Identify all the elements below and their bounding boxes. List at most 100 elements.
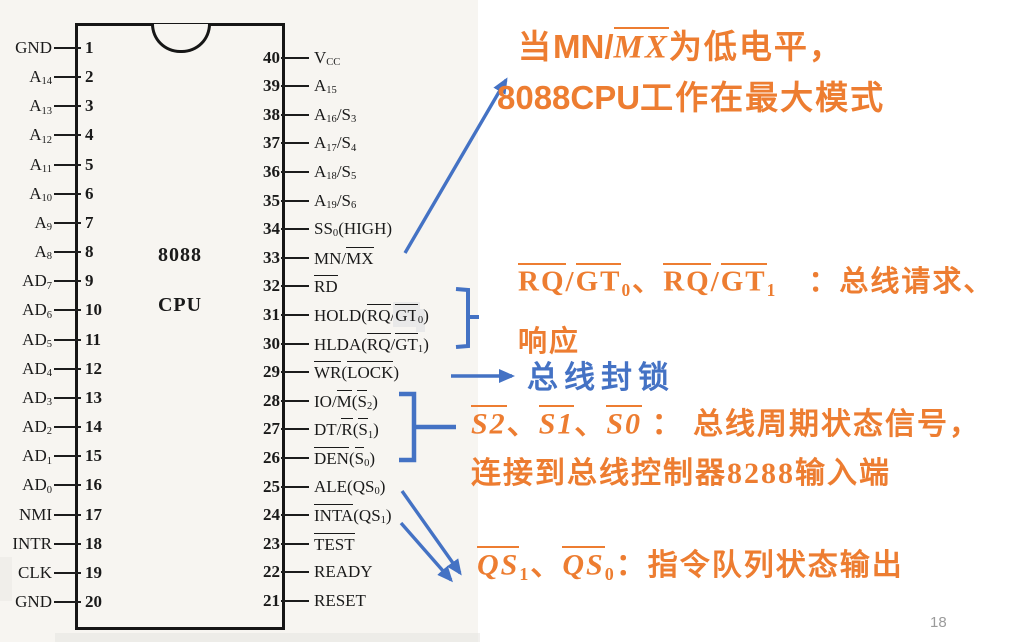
pin-label: AD6 <box>22 299 52 324</box>
text-segment: ) <box>423 334 429 354</box>
text-segment: ( <box>351 391 358 411</box>
pin-number: 32 <box>263 276 280 296</box>
pin-label: RD <box>314 275 338 298</box>
pin-number: 40 <box>263 47 280 67</box>
text-segment: HOLD( <box>314 305 367 325</box>
pin-line <box>281 85 309 88</box>
text-segment: ) <box>385 506 392 526</box>
text-segment: 6 <box>46 309 52 321</box>
text-segment: GT <box>395 332 418 354</box>
text-segment: 1 <box>766 279 778 300</box>
pin-number: 16 <box>85 475 102 495</box>
pin-line <box>54 426 81 429</box>
pin-label: AD0 <box>22 474 52 499</box>
pin-line <box>281 599 309 602</box>
pin-line <box>54 47 81 49</box>
pin-line <box>281 542 309 545</box>
text-segment: 16 <box>326 114 337 125</box>
pin-label: A15 <box>314 75 337 100</box>
pin-line <box>54 134 81 137</box>
pin-line <box>281 571 309 574</box>
pin-label: A9 <box>34 212 52 237</box>
chip-notch <box>151 24 211 53</box>
pin-label: AD4 <box>22 358 52 383</box>
pin-label: AD5 <box>22 329 52 354</box>
text-segment: V <box>314 47 327 67</box>
pin-number: 34 <box>263 219 280 239</box>
text-segment: AD <box>22 387 47 407</box>
pin-line <box>281 56 309 59</box>
text-segment: / <box>710 266 721 298</box>
text-segment: S0 <box>606 405 643 441</box>
pin-number: 13 <box>85 387 102 407</box>
pin-number: 1 <box>85 38 94 57</box>
pin-line <box>54 396 81 399</box>
text-segment: 8088CPU <box>497 79 641 116</box>
text-segment: R <box>341 418 353 440</box>
text-segment: 0 <box>604 564 616 585</box>
pin-line <box>54 192 81 195</box>
text-segment: 当 <box>518 30 553 66</box>
pin-label: ALE(QS0) <box>314 476 385 501</box>
annotation-line: 响应 <box>518 316 994 368</box>
pin-number: 36 <box>263 161 280 181</box>
pin-line <box>281 228 309 231</box>
pin-number: 4 <box>85 125 94 145</box>
text-segment: ) <box>379 476 386 496</box>
text-segment: /S <box>336 161 351 181</box>
text-segment: A <box>29 183 42 203</box>
text-segment: AD <box>22 446 47 466</box>
pin-line <box>54 309 81 312</box>
annotation-line: RQ/GT0、RQ/GT1 ：总线请求、 <box>518 256 994 316</box>
text-segment: 指令队列状态输出 <box>647 549 904 582</box>
text-segment: A <box>29 154 42 174</box>
text-segment: INTA <box>314 504 354 526</box>
text-segment: 1 <box>417 343 424 355</box>
pin-row-6: A10 6 <box>0 183 112 205</box>
text-segment: READY <box>314 562 373 582</box>
text-segment: ) <box>373 420 379 440</box>
text-segment: 5 <box>351 171 357 183</box>
text-segment: ： <box>615 549 648 582</box>
pin-number: 25 <box>263 476 280 496</box>
pin-line <box>54 455 81 458</box>
pin-line <box>54 221 81 224</box>
text-segment: S <box>354 446 365 468</box>
text-segment: DT/ <box>314 420 342 440</box>
text-segment: CLK <box>18 562 52 582</box>
text-segment: AD <box>22 329 47 349</box>
annotation-line: QS1、QS0：指令队列状态输出 <box>477 540 904 585</box>
text-segment: SS <box>314 219 333 239</box>
pin-line <box>54 163 81 166</box>
text-segment: 10 <box>41 193 52 205</box>
pin-label: IO/M(S2) <box>314 389 378 416</box>
text-segment: 4 <box>46 368 52 380</box>
pin-line <box>281 199 309 202</box>
text-segment: /S <box>336 133 351 153</box>
text-segment: (HIGH) <box>338 219 393 239</box>
annotation-line: 8088CPU工作在最大模式 <box>497 73 885 124</box>
text-segment: A <box>29 96 42 116</box>
text-segment: 18 <box>326 171 337 183</box>
text-segment: 2 <box>366 401 373 412</box>
pin-label: READY <box>314 561 373 583</box>
pin-line <box>281 285 309 288</box>
pin-label: INTA(QS1) <box>314 504 392 530</box>
scan-artifact <box>55 633 480 642</box>
text-segment: A <box>314 133 327 153</box>
pin-number: 21 <box>263 590 280 610</box>
pin-line <box>54 251 81 254</box>
pin-label: RESET <box>314 590 366 612</box>
pin-number: 6 <box>85 183 94 203</box>
annotation-line: S2、S1、S0 ： 总线周期状态信号， <box>471 400 981 449</box>
text-segment: / <box>565 266 576 298</box>
annotation-qs: QS1、QS0：指令队列状态输出 <box>477 540 904 585</box>
